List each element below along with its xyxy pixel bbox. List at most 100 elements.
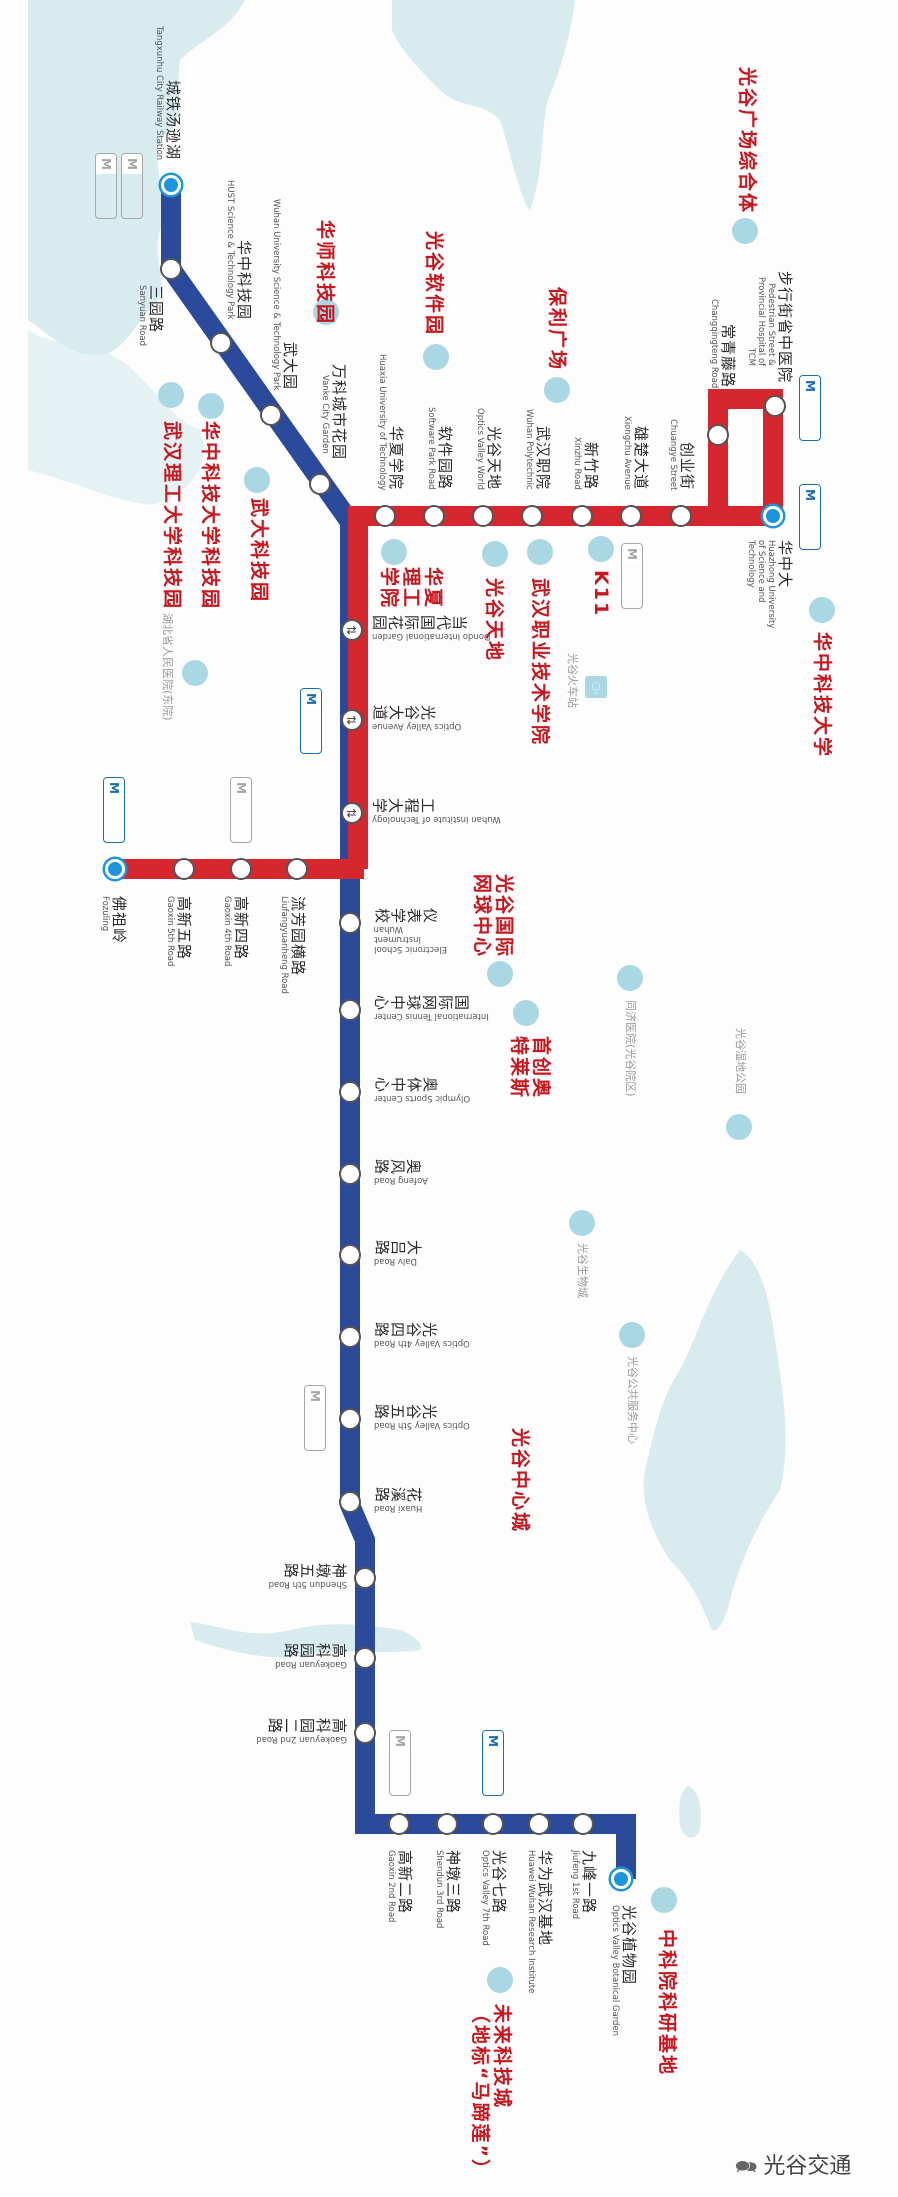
station-marker[interactable] bbox=[435, 1812, 458, 1835]
line-badge[interactable]: M17号线 Line 17 bbox=[95, 153, 117, 219]
station-marker[interactable] bbox=[481, 1812, 504, 1835]
station-marker[interactable] bbox=[338, 911, 361, 934]
station-marker[interactable] bbox=[527, 1812, 550, 1835]
station-marker[interactable] bbox=[353, 1721, 376, 1744]
line-badge[interactable]: M2号线 Line 2 bbox=[799, 484, 821, 550]
station-name-en: Optics Valley Avenue bbox=[372, 721, 462, 731]
station-marker[interactable] bbox=[763, 394, 786, 417]
station-name-en: Gaoxin 4th Road bbox=[222, 896, 232, 967]
station-marker[interactable] bbox=[229, 857, 252, 880]
landmark-label-line: 光谷天地 bbox=[483, 578, 505, 663]
landmark-label-line: 武大科技园 bbox=[248, 498, 270, 604]
terminal-station-marker[interactable] bbox=[611, 1869, 631, 1889]
landmark-dot bbox=[487, 1967, 513, 1993]
station-marker[interactable] bbox=[285, 857, 308, 880]
station-marker[interactable] bbox=[619, 504, 642, 527]
station-marker[interactable] bbox=[570, 504, 593, 527]
station-marker[interactable] bbox=[373, 504, 396, 527]
station-marker[interactable] bbox=[338, 1325, 361, 1348]
station-marker[interactable] bbox=[353, 1566, 376, 1589]
station-marker[interactable] bbox=[353, 1646, 376, 1669]
station-marker[interactable] bbox=[338, 998, 361, 1021]
station-marker[interactable] bbox=[520, 504, 543, 527]
line-badge[interactable]: M11号线 Line 11 bbox=[621, 543, 643, 609]
metro-logo-icon: M bbox=[231, 778, 251, 798]
station-marker[interactable] bbox=[338, 1407, 361, 1430]
line-badge[interactable]: M17号线 Line 17 bbox=[230, 777, 252, 843]
station-marker[interactable] bbox=[308, 472, 331, 495]
station-marker[interactable] bbox=[571, 1812, 594, 1835]
station-marker[interactable] bbox=[387, 1812, 410, 1835]
station-marker[interactable] bbox=[422, 504, 445, 527]
interchange-station-marker[interactable]: ⇄ bbox=[340, 618, 363, 641]
station-marker[interactable] bbox=[159, 257, 182, 280]
landmark-label-line: 学院 bbox=[378, 567, 400, 610]
station-marker[interactable] bbox=[259, 403, 282, 426]
line-number-value: 2 bbox=[103, 778, 104, 790]
landmark-label-line: （地标“马蹄莲”） bbox=[469, 2004, 491, 2180]
station-name-cn: 光谷四路 bbox=[374, 1320, 438, 1338]
station-marker[interactable] bbox=[338, 1243, 361, 1266]
terminal-station-marker[interactable] bbox=[763, 506, 783, 526]
station-marker[interactable] bbox=[669, 504, 692, 527]
station-marker[interactable] bbox=[172, 857, 195, 880]
station-name-cn: 九峰一路 bbox=[580, 1850, 598, 1915]
station-marker[interactable] bbox=[338, 1080, 361, 1103]
line-badge[interactable]: M19号线 Line 19 bbox=[304, 1385, 326, 1451]
line-badge[interactable]: M13号线 Line 13 bbox=[389, 1730, 411, 1796]
interchange-station-marker[interactable]: ⇄ bbox=[340, 708, 363, 731]
line-badge[interactable]: M9号线 Line 9 bbox=[121, 153, 143, 219]
station-marker[interactable] bbox=[209, 331, 232, 354]
line-badge[interactable]: M2号线 Line 2 bbox=[300, 688, 322, 754]
line-badge[interactable]: M2号线 Line 2 bbox=[103, 777, 125, 843]
terminal-station-marker[interactable] bbox=[105, 859, 125, 879]
station-marker[interactable] bbox=[706, 423, 729, 446]
interchange-station-marker[interactable]: ⇄ bbox=[340, 801, 363, 824]
station-marker[interactable] bbox=[471, 504, 494, 527]
station-marker[interactable] bbox=[338, 1162, 361, 1185]
line-badge[interactable]: M11号线 Line 11 bbox=[482, 1730, 504, 1796]
terminal-station-marker[interactable] bbox=[161, 175, 181, 195]
line-badge[interactable]: M2号线 Line 2 bbox=[799, 375, 821, 441]
station-marker[interactable] bbox=[338, 1490, 361, 1513]
